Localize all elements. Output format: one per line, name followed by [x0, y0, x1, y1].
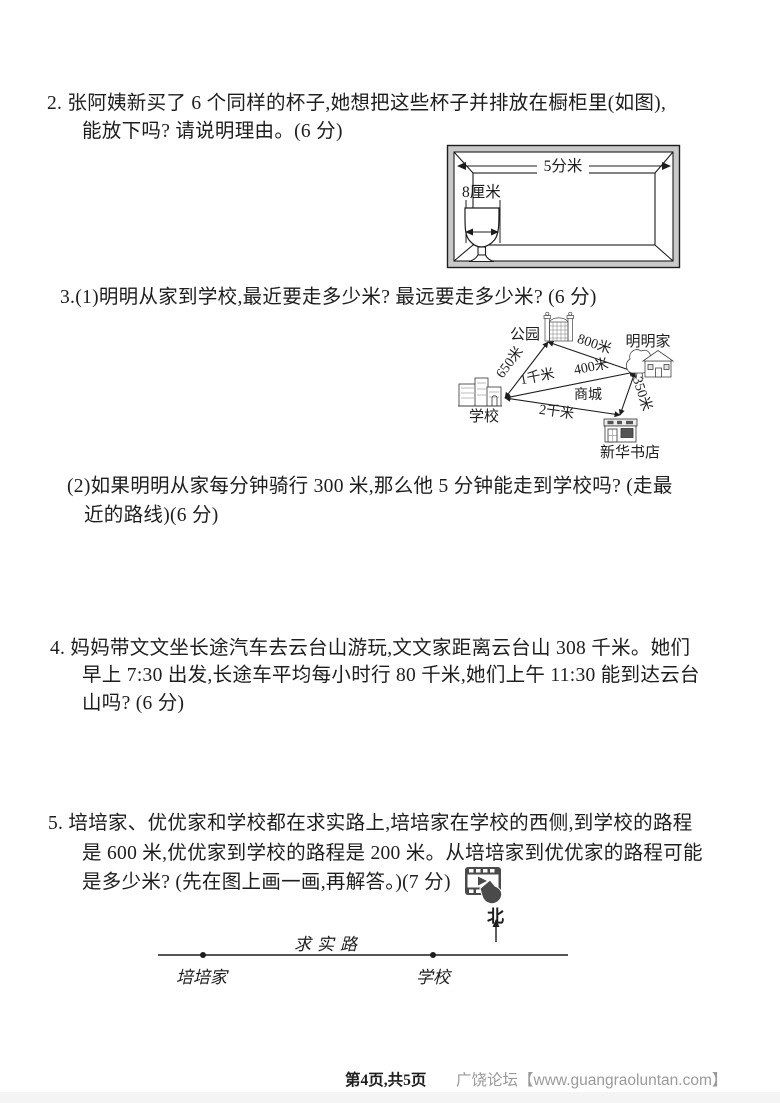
peipei-home-label: 培培家 — [176, 968, 227, 987]
cupboard-width-dimension: 5分米 — [457, 156, 671, 175]
question-2-line-2: 能放下吗? 请说明理由。(6 分) — [82, 121, 343, 142]
map-label-home: 明明家 — [625, 333, 670, 350]
map-label-bookstore: 新华书店 — [600, 444, 660, 461]
question-5-line-2: 是 600 米,优优家到学校的路程是 200 米。从培培家到优优家的路程可能 — [82, 843, 703, 864]
question-2-line-1: 2. 张阿姨新买了 6 个同样的杯子,她想把这些杯子并排放在橱柜里(如图), — [47, 93, 667, 114]
school-icon — [458, 377, 502, 407]
question-3-2-line-2: 近的路线)(6 分) — [84, 505, 219, 526]
cupboard-perspective-lines — [453, 151, 674, 262]
page-number: 第4页,共5页 — [345, 1072, 427, 1089]
mingming-home-icon — [626, 349, 675, 380]
question-3-2-line-1: (2)如果明明从家每分钟骑行 300 米,那么他 5 分钟能走到学校吗? (走最 — [67, 476, 673, 497]
question-5-line-1: 5. 培培家、优优家和学校都在求实路上,培培家在学校的西侧,到学校的路程 — [48, 813, 693, 834]
bookstore-icon — [603, 418, 638, 443]
watermark: 广饶论坛【www.guangraoluntan.com】 — [456, 1072, 728, 1089]
question-5-line-3: 是多少米? (先在图上画一画,再解答。)(7 分) — [82, 872, 451, 893]
route-map-diagram: 公园 明明家 学校 新华书店 商城 650米 800米 1千米 400米 2千米… — [458, 311, 675, 461]
scan-edge-artifact — [0, 1092, 780, 1103]
video-icon — [465, 867, 503, 905]
road-line-diagram — [158, 952, 568, 958]
north-arrow-icon — [492, 919, 500, 942]
distance-mall-home: 400米 — [573, 356, 610, 378]
peipei-home-point — [200, 952, 206, 958]
map-label-park: 公园 — [510, 326, 540, 343]
distance-school-mall: 1千米 — [519, 366, 556, 388]
cup-icon — [464, 207, 500, 263]
question-4-line-1: 4. 妈妈带文文坐长途汽车去云台山游玩,文文家距离云台山 308 千米。她们 — [50, 638, 691, 659]
cup-width-label: 8厘米 — [462, 183, 501, 201]
road-name-label: 求实路 — [294, 935, 363, 954]
question-4-line-2: 早上 7:30 出发,长途车平均每小时行 80 千米,她们上午 11:30 能到… — [82, 665, 700, 686]
park-gate-icon — [543, 311, 574, 342]
question-3-1-line-1: 3.(1)明明从家到学校,最近要走多少米? 最远要走多少米? (6 分) — [60, 287, 597, 308]
school-point-label: 学校 — [416, 968, 450, 987]
school-point — [430, 952, 436, 958]
compass-north-label: 北 — [487, 907, 504, 926]
play-icon — [478, 876, 487, 886]
cupboard-diagram: 5分米 8厘米 — [446, 144, 681, 269]
distance-bookstore-home: 350米 — [629, 375, 655, 413]
route-lines — [504, 340, 637, 418]
map-label-school: 学校 — [469, 408, 499, 425]
distance-school-bookstore: 2千米 — [538, 402, 575, 423]
hand-cursor-icon — [479, 879, 503, 905]
cupboard-width-label: 5分米 — [544, 157, 583, 175]
question-4-line-3: 山吗? (6 分) — [82, 693, 185, 714]
map-label-mall: 商城 — [574, 387, 602, 403]
